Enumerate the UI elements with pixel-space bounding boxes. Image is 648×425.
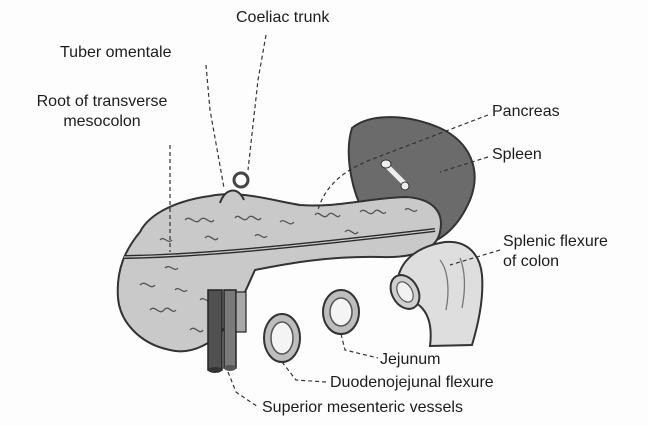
label-root-line1: Root of transverse <box>10 92 194 112</box>
label-tuber-omentale: Tuber omentale <box>60 43 171 63</box>
jejunum-ring-shape <box>323 290 359 334</box>
coeliac-trunk-ring <box>234 173 248 187</box>
label-splenic-line1: Splenic flexure <box>503 232 608 252</box>
label-root-of-transverse-mesocolon: Root of transverse mesocolon <box>10 92 194 132</box>
label-splenic-flexure-of-colon: Splenic flexure of colon <box>503 232 608 272</box>
label-duodenojejunal-flexure: Duodenojejunal flexure <box>330 373 494 393</box>
label-jejunum: Jejunum <box>380 350 440 370</box>
label-spleen: Spleen <box>492 145 542 165</box>
label-superior-mesenteric-vessels: Superior mesenteric vessels <box>262 398 463 418</box>
label-pancreas: Pancreas <box>492 102 560 122</box>
label-splenic-line2: of colon <box>503 252 608 272</box>
label-root-line2: mesocolon <box>10 112 194 132</box>
duodenojejunal-ring-shape <box>264 314 300 362</box>
superior-mesenteric-vessels-shape <box>208 290 246 373</box>
label-coeliac-trunk: Coeliac trunk <box>236 8 329 28</box>
